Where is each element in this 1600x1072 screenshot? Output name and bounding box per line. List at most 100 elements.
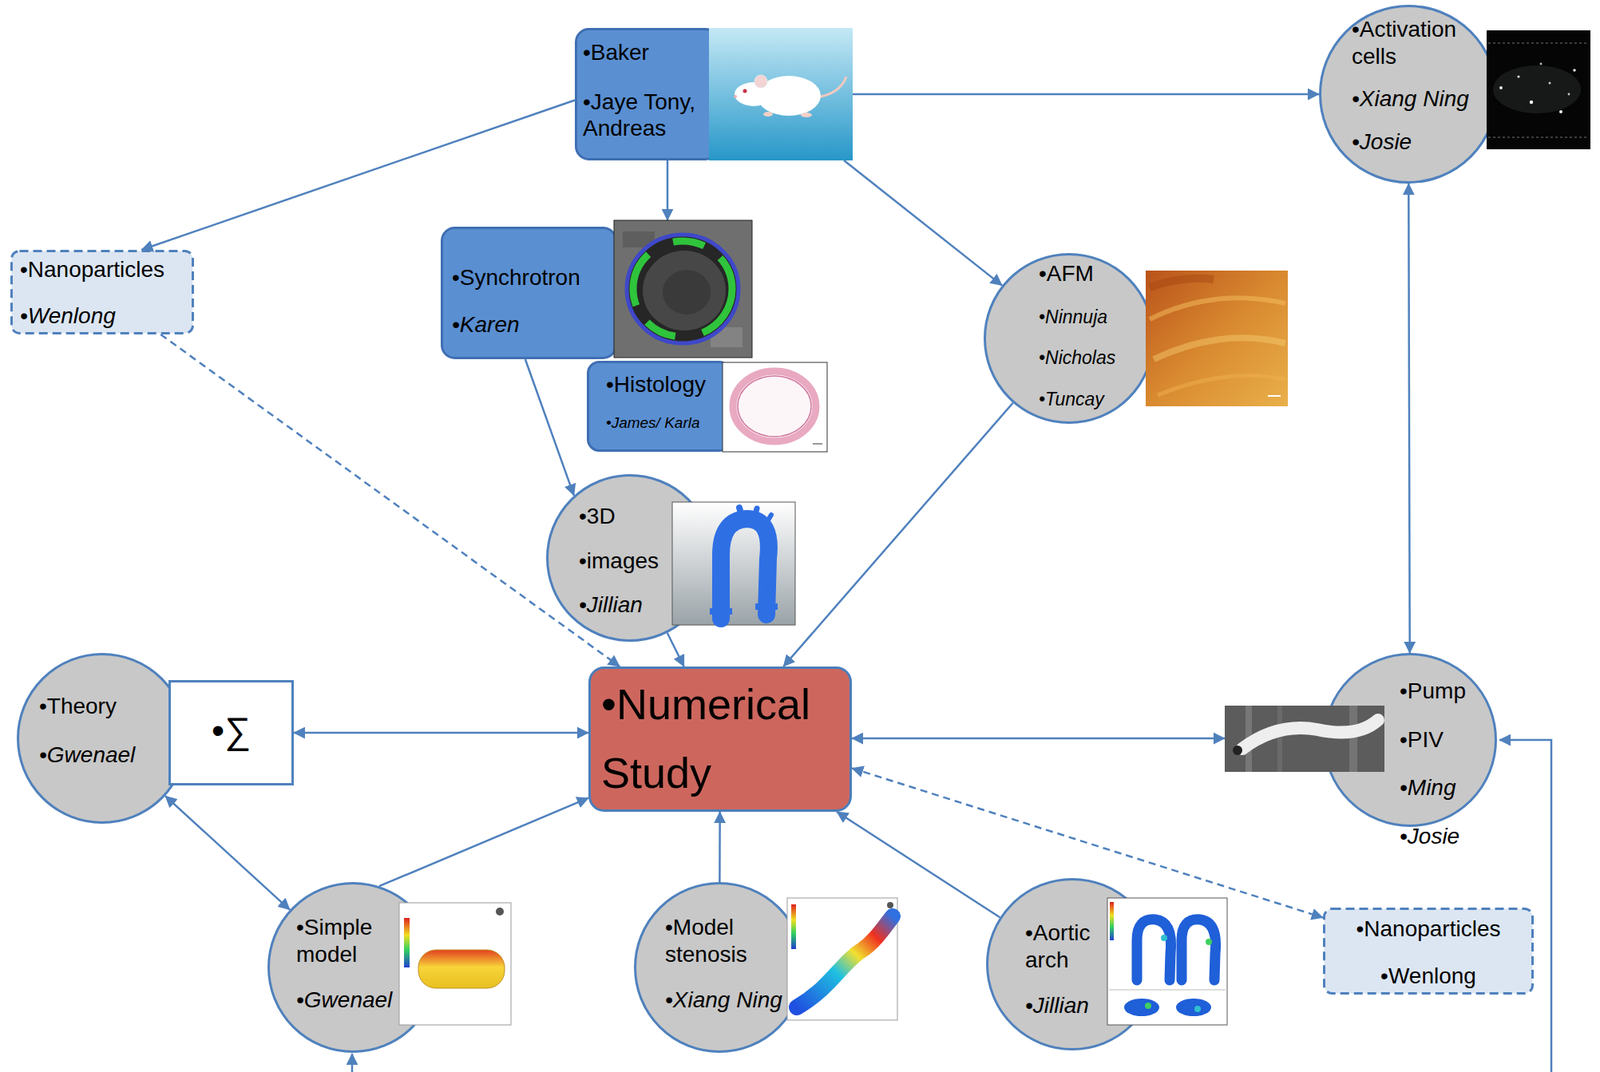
pump-photo (1232, 745, 1243, 756)
photo-box: •Histology•James/ Karla (586, 360, 828, 452)
text-column: •Baker•Jaye Tony, Andreas (582, 39, 711, 143)
node-shape (588, 362, 731, 452)
text-column: •Model stenosis•Xiang Ning (665, 914, 787, 1014)
rat-photo (763, 111, 773, 117)
node-heading: •3D (578, 502, 671, 531)
node-shape (987, 879, 1158, 1050)
node-heading: •∑ (168, 708, 294, 753)
connector-arrow (293, 732, 589, 735)
afm-image (1149, 278, 1214, 288)
node-shape (442, 228, 617, 359)
node-line: •Jillian (578, 591, 671, 619)
node-line: •Jillian (1025, 992, 1105, 1020)
rat-photo (734, 82, 773, 107)
text-column: •Pump•PIV•Ming•Josie (1399, 677, 1494, 850)
node-outline (633, 882, 805, 1054)
node-heading: •Baker (582, 39, 711, 67)
node-heading: •AFM (1038, 260, 1143, 288)
aorta-render (753, 508, 757, 521)
connector-arrow (141, 99, 575, 250)
connector-arrow (851, 768, 1323, 918)
planned-box: •Nanoparticles•Wenlong (10, 249, 195, 335)
aorta-render (672, 502, 796, 626)
afm-image (1145, 270, 1288, 407)
aorta-render (739, 507, 743, 519)
text-column: •Theory•Gwenael (39, 693, 151, 769)
rat-photo (754, 75, 768, 88)
node-heading: •Numerical Study (601, 669, 841, 808)
synchrotron-scan (613, 220, 753, 358)
aorta-render (764, 514, 772, 527)
synchrotron-scan (613, 220, 753, 358)
microscopy-photo (1493, 65, 1581, 114)
aortic-arch-models (1109, 902, 1114, 941)
text-column: •3D•images•Jillian (578, 502, 671, 619)
topic-circle: •Model stenosis•Xiang Ning (633, 882, 805, 1054)
connector-arrow (165, 796, 290, 911)
node-heading: •Nanoparticles (1322, 915, 1534, 943)
microscopy-photo (1488, 43, 1589, 44)
node-shape (269, 883, 438, 1053)
node-heading: •Aortic arch (1025, 919, 1105, 974)
afm-image (1153, 337, 1286, 360)
microscopy-photo (1486, 30, 1591, 150)
histology-slide (737, 376, 812, 437)
node-line: •Tuncay (1038, 388, 1143, 412)
aortic-arch-models (1107, 898, 1228, 1026)
topic-circle: •Aortic arch •Jillian (986, 878, 1159, 1051)
node-shape (18, 654, 187, 824)
hub-box: •Numerical Study (588, 666, 852, 812)
aortic-arch-models (1160, 934, 1168, 942)
rat-photo (800, 112, 812, 118)
offpage-wire (352, 740, 1552, 1072)
text-column: •Numerical Study (601, 669, 841, 808)
microscopy-photo (1540, 63, 1543, 66)
aortic-arch-models (1108, 990, 1226, 991)
node-line: •Gwenael (296, 986, 397, 1014)
topic-circle: •Theory•Gwenael (16, 653, 188, 824)
node-line: •Wenlong (19, 302, 188, 330)
node-shape (985, 254, 1154, 424)
rat-photo (743, 89, 748, 94)
connector-arrow (1408, 183, 1410, 654)
histology-slide (722, 362, 828, 452)
photo-box: •Synchrotron•Karen (440, 220, 754, 360)
aortic-arch-models (1124, 998, 1160, 1017)
node-shape (590, 668, 852, 812)
offpage-wire (1499, 740, 1552, 1072)
pump-photo (1242, 720, 1379, 749)
cylinder-model (399, 902, 511, 1026)
afm-image (1145, 270, 1288, 407)
synchrotron-scan (633, 241, 733, 337)
histology-slide (812, 443, 823, 445)
text-column: •Nanoparticles•Wenlong (19, 256, 188, 329)
histology-slide (732, 371, 816, 442)
aortic-arch-models (1107, 898, 1228, 1026)
topic-circle: •Simple model•Gwenael (267, 882, 439, 1054)
pump-photo (1349, 705, 1358, 773)
text-column: •Nanoparticles •Wenlong (1322, 915, 1534, 990)
connector-arrow (852, 93, 1319, 96)
node-line: •Gwenael (39, 741, 151, 769)
aorta-render (709, 608, 733, 615)
connector-arrow (666, 160, 670, 221)
stenosis-model (796, 916, 893, 1008)
node-outline (16, 653, 188, 824)
rat-photo (708, 27, 853, 161)
aorta-render (755, 603, 778, 610)
node-line: •Ming (1399, 774, 1494, 802)
node-line: •Wenlong (1322, 962, 1534, 991)
text-column: •∑ (168, 708, 294, 753)
stenosis-model (791, 904, 797, 950)
topic-circle: •Activation cells•Xiang Ning•Josie (1318, 4, 1498, 184)
rat-photo (733, 95, 737, 99)
afm-image (1267, 395, 1281, 397)
aortic-arch-models (1176, 998, 1212, 1017)
node-shape (635, 883, 804, 1053)
topic-circle: •Pump•PIV•Ming•Josie (1224, 651, 1501, 853)
text-column: •Simple model•Gwenael (296, 914, 397, 1014)
node-line: •Josie (1351, 128, 1484, 156)
node-line: •Xiang Ning (1351, 85, 1484, 113)
pump-photo (1224, 705, 1385, 773)
